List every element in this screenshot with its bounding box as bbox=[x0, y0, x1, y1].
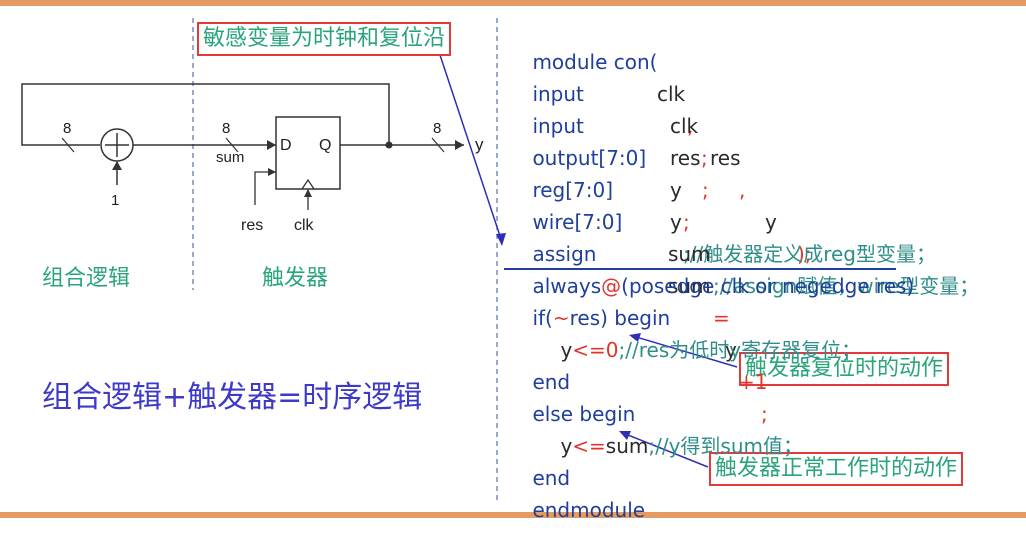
code-token: <= bbox=[572, 434, 606, 458]
code-comment: ;//assign赋值，wire型变量； bbox=[713, 274, 980, 298]
code-token: ; bbox=[702, 178, 709, 202]
code-comment: ;//y得到sum值； bbox=[648, 434, 804, 458]
bus-width-label-3: 8 bbox=[433, 120, 441, 137]
code-token: @ bbox=[601, 274, 622, 298]
code-line-15: endmodule bbox=[507, 462, 645, 558]
code-token: , bbox=[739, 178, 746, 202]
code-token: input bbox=[532, 114, 584, 138]
code-token: always bbox=[532, 274, 602, 298]
code-token: sum bbox=[668, 274, 711, 298]
code-line-13: y<=sum;//y得到sum值； bbox=[535, 398, 803, 494]
code-token: = bbox=[713, 306, 730, 330]
code-token: <=0 bbox=[572, 338, 619, 362]
arrow-reset bbox=[632, 335, 738, 368]
callout-normal-action: 触发器正常工作时的动作 bbox=[709, 452, 964, 486]
equation-label: 组合逻辑+触发器=时序逻辑 bbox=[42, 380, 423, 415]
code-token: [7:0] bbox=[598, 146, 647, 170]
code-line-6: wire[7:0] sum ;//assign赋值，wire型变量； bbox=[507, 174, 979, 334]
always-underline bbox=[504, 268, 896, 270]
code-token: res bbox=[670, 146, 701, 170]
bottom-border bbox=[0, 512, 1026, 518]
code-token: ); bbox=[797, 242, 812, 266]
junction-dot bbox=[385, 141, 393, 149]
code-token: ~ bbox=[552, 306, 570, 330]
code-line-8: always@(posedge clk or negedge res) bbox=[507, 238, 914, 334]
code-line-9: if(~res) begin bbox=[507, 270, 670, 366]
code-token: output bbox=[532, 146, 599, 170]
code-token: y bbox=[560, 338, 573, 362]
ff-d-label: D bbox=[280, 137, 292, 154]
code-token: ; bbox=[701, 146, 708, 170]
code-line-11: end bbox=[507, 334, 570, 430]
code-token: y bbox=[670, 178, 682, 202]
flip-flop-label: 触发器 bbox=[262, 266, 329, 291]
adder-input-label: 1 bbox=[111, 192, 119, 209]
code-token: y bbox=[725, 338, 737, 362]
code-token: posedge clk or negedge res) bbox=[628, 274, 915, 298]
arrow-sensitivity bbox=[439, 54, 503, 243]
code-token: [7:0] bbox=[565, 178, 614, 202]
code-token: ( bbox=[621, 274, 629, 298]
code-token: assign bbox=[532, 242, 597, 266]
code-token: ; bbox=[761, 402, 768, 426]
code-line-14: end bbox=[507, 430, 570, 526]
circuit-diagram: 8 8 8 1 sum D Q res clk y bbox=[21, 18, 738, 500]
code-token: y bbox=[560, 434, 573, 458]
callout-sensitivity: 敏感变量为时钟和复位沿 bbox=[197, 22, 452, 56]
code-token: [7:0] bbox=[574, 210, 623, 234]
top-border bbox=[0, 0, 1026, 6]
code-token: else begin bbox=[532, 402, 636, 426]
sum-label: sum bbox=[216, 149, 244, 166]
code-token: sum bbox=[605, 434, 649, 458]
code-token: res) begin bbox=[569, 306, 671, 330]
code-token: , bbox=[687, 114, 694, 138]
code-token: y bbox=[670, 210, 682, 234]
code-line-2: input clk ; bbox=[507, 46, 707, 206]
code-token: ; bbox=[683, 210, 690, 234]
feedback-wire bbox=[21, 83, 390, 146]
flip-flop-box bbox=[275, 116, 341, 190]
code-comment: ;//触发器定义成reg型变量； bbox=[683, 242, 936, 266]
code-token: +1 bbox=[738, 370, 768, 394]
code-line-3: input res ; bbox=[507, 78, 708, 238]
code-token: y bbox=[765, 210, 777, 234]
res-label: res bbox=[241, 217, 263, 234]
res-wire bbox=[254, 171, 276, 205]
bus-width-label-2: 8 bbox=[222, 120, 230, 137]
code-token: endmodule bbox=[532, 498, 646, 522]
ff-q-label: Q bbox=[319, 137, 331, 154]
code-line-4: output[7:0] y ; bbox=[507, 110, 689, 270]
code-token: end bbox=[532, 370, 571, 394]
output-label: y bbox=[475, 135, 484, 154]
code-line-12: else begin bbox=[507, 366, 635, 462]
code-token: wire bbox=[532, 210, 575, 234]
clk-label: clk bbox=[294, 217, 315, 234]
code-token: end bbox=[532, 466, 571, 490]
code-token: clk bbox=[657, 82, 686, 106]
code-token: res bbox=[710, 146, 741, 170]
callout-reset-action: 触发器复位时的动作 bbox=[739, 352, 950, 386]
code-token: if bbox=[532, 306, 546, 330]
code-token: ( bbox=[545, 306, 553, 330]
code-token: module con( bbox=[532, 50, 658, 74]
code-line-1: module con( clk , res , y ); bbox=[507, 14, 811, 302]
code-token: input bbox=[532, 82, 584, 106]
combinational-logic-label: 组合逻辑 bbox=[42, 266, 131, 291]
code-token: sum bbox=[668, 242, 711, 266]
code-token: reg bbox=[532, 178, 566, 202]
code-token: clk bbox=[670, 114, 699, 138]
code-line-7: assign sum = y +1 ; bbox=[507, 206, 767, 462]
arrow-normal bbox=[622, 432, 709, 468]
code-comment: ;//res为低时y寄存器复位； bbox=[618, 338, 862, 362]
code-line-5: reg[7:0] y ;//触发器定义成reg型变量； bbox=[507, 142, 936, 302]
bus-width-label-1: 8 bbox=[63, 120, 71, 137]
code-line-10: y<=0;//res为低时y寄存器复位； bbox=[535, 302, 861, 398]
